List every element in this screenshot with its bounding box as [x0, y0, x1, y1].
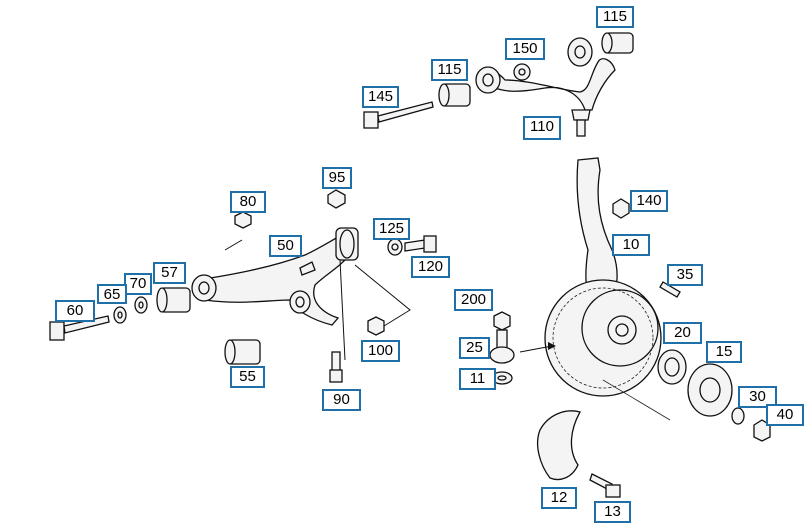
arrow-head	[548, 342, 556, 350]
hub-15	[687, 363, 733, 417]
bolt-120	[404, 235, 437, 253]
label-11[interactable]: 11	[459, 368, 496, 390]
label-50[interactable]: 50	[269, 235, 302, 257]
upper-control-arm	[475, 37, 616, 137]
arrow-line	[519, 345, 553, 353]
bushing-50	[335, 227, 359, 261]
washer-65	[113, 306, 127, 324]
nut-95	[327, 189, 346, 209]
nut-80	[234, 211, 252, 229]
leader-90	[339, 259, 346, 361]
label-60[interactable]: 60	[55, 300, 95, 322]
label-145[interactable]: 145	[362, 86, 399, 108]
label-140[interactable]: 140	[630, 190, 668, 212]
bearing-20	[657, 349, 687, 385]
leader-100	[354, 264, 411, 327]
bushing-115-mid	[438, 83, 471, 107]
label-90[interactable]: 90	[322, 389, 361, 411]
washer-150	[513, 63, 531, 81]
label-70[interactable]: 70	[124, 273, 152, 295]
label-200[interactable]: 200	[454, 289, 493, 311]
label-80[interactable]: 80	[230, 191, 266, 213]
dust-shield-12	[536, 410, 581, 481]
label-20[interactable]: 20	[663, 322, 702, 344]
label-30[interactable]: 30	[738, 386, 777, 408]
label-55[interactable]: 55	[230, 366, 265, 388]
label-10[interactable]: 10	[612, 234, 650, 256]
label-95[interactable]: 95	[322, 167, 352, 189]
label-115-mid[interactable]: 115	[431, 59, 468, 81]
label-110[interactable]: 110	[523, 116, 561, 140]
bolt-145	[363, 101, 434, 129]
bushing-115-upper	[601, 32, 634, 54]
label-13[interactable]: 13	[594, 501, 631, 523]
label-15[interactable]: 15	[706, 341, 742, 363]
nut-100	[367, 316, 385, 336]
lower-control-arm	[191, 234, 356, 326]
bolt-13	[589, 473, 621, 498]
washer-125	[387, 238, 403, 256]
bushing-55	[224, 339, 261, 365]
nut-140	[612, 198, 630, 219]
label-125[interactable]: 125	[373, 218, 410, 240]
label-120[interactable]: 120	[411, 256, 450, 278]
label-35[interactable]: 35	[667, 264, 703, 286]
label-57[interactable]: 57	[153, 262, 186, 284]
label-40[interactable]: 40	[766, 404, 804, 426]
label-12[interactable]: 12	[541, 487, 577, 509]
label-100[interactable]: 100	[361, 340, 400, 362]
pin-35	[659, 281, 681, 298]
leader-12	[602, 379, 671, 421]
ring-30	[731, 407, 745, 425]
nut-200	[493, 311, 511, 331]
ball-joint-25	[489, 329, 515, 364]
bushing-57	[156, 287, 191, 313]
label-115-upper[interactable]: 115	[596, 6, 634, 28]
bolt-90	[329, 351, 343, 383]
label-65[interactable]: 65	[97, 284, 127, 304]
label-150[interactable]: 150	[505, 38, 545, 60]
steering-knuckle	[544, 157, 662, 397]
label-25[interactable]: 25	[459, 337, 490, 359]
washer-70	[134, 296, 148, 314]
